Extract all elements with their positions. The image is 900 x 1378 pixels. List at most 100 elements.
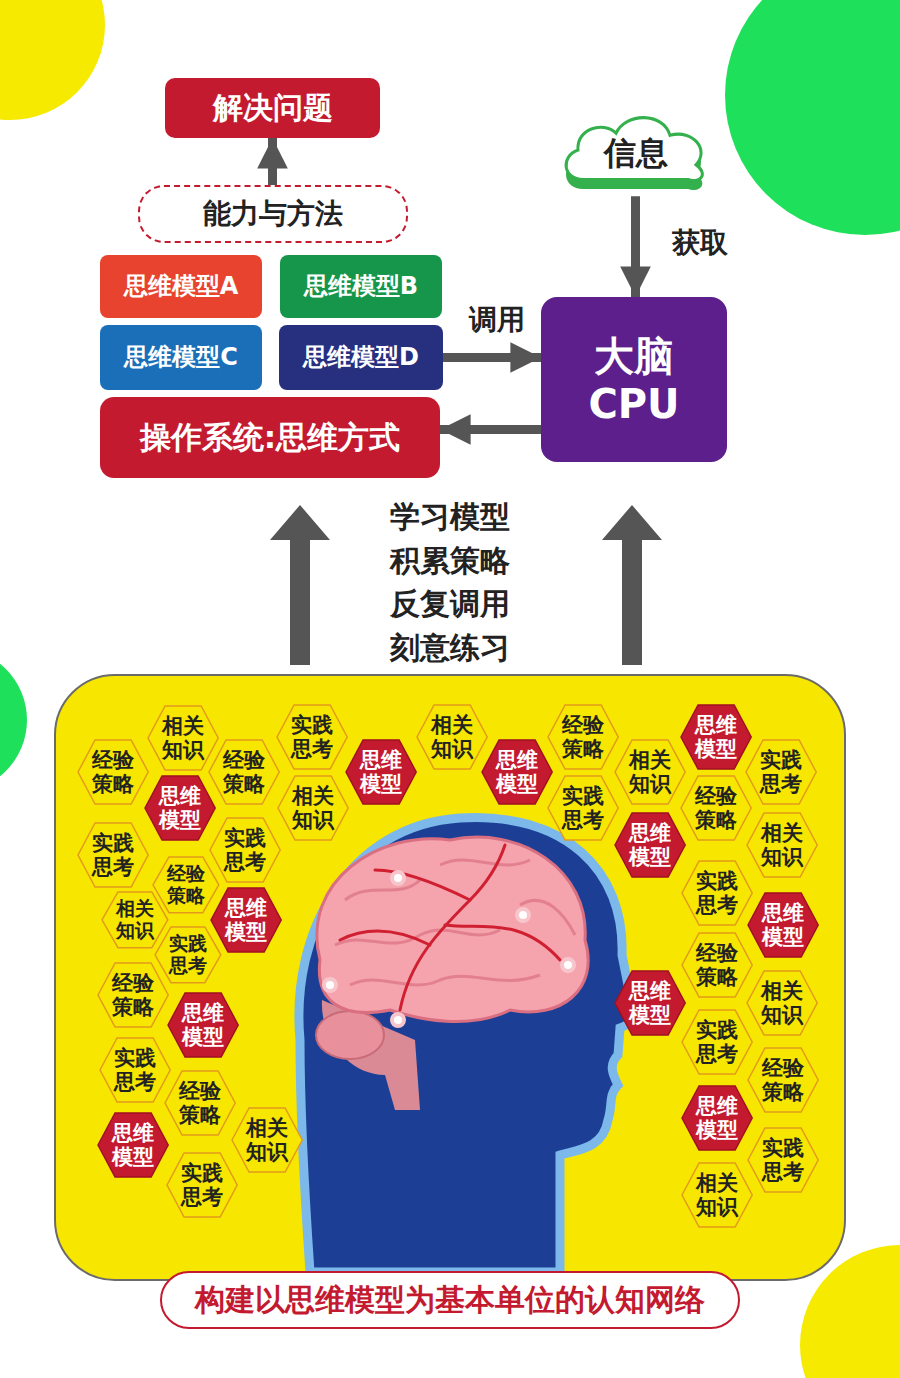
model-hexagon: 思维 模型	[614, 812, 686, 878]
knowledge-hexagon: 相关 知识	[746, 970, 818, 1036]
knowledge-hexagon: 实践 思考	[276, 704, 348, 770]
hexagon-shape	[102, 892, 168, 948]
info-cloud: 信息	[558, 110, 713, 196]
hexagon-label: 思维 模型	[358, 748, 404, 796]
box-label: 大脑 CPU	[582, 332, 686, 428]
hexagon-shape	[155, 927, 221, 983]
model-box: 思维模型A	[100, 255, 263, 318]
box-label: 操作系统:思维方式	[140, 419, 400, 456]
brain	[317, 837, 588, 1021]
hexagon-shape	[78, 740, 148, 804]
vessel	[375, 870, 470, 900]
result-box: 解决问题	[165, 78, 380, 138]
knowledge-hexagon: 实践 思考	[154, 926, 222, 984]
knowledge-hexagon: 经验 策略	[152, 856, 220, 914]
hexagon-label: 相关 知识	[759, 979, 805, 1027]
hexagon-label: 经验 策略	[90, 748, 136, 796]
hexagon-shape	[682, 1086, 752, 1150]
hexagon-label: 经验 策略	[560, 713, 606, 761]
hexagon-label: 相关 知识	[694, 1171, 740, 1219]
hexagon-shape	[682, 861, 752, 925]
hexagon-shape	[682, 1010, 752, 1074]
model-hexagon: 思维 模型	[680, 704, 752, 770]
knowledge-hexagon: 实践 思考	[209, 817, 281, 883]
hexagon-shape	[78, 823, 148, 887]
hexagon-label: 实践 思考	[694, 869, 740, 917]
neuron-dot	[324, 979, 336, 991]
knowledge-hexagon: 实践 思考	[166, 1152, 238, 1218]
hexagon-label: 思维 模型	[494, 748, 540, 796]
model-box: 思维模型B	[280, 255, 442, 318]
arrow-connector	[268, 138, 277, 185]
arrow-connector	[443, 353, 541, 362]
hexagon-label: 实践 思考	[179, 1161, 225, 1209]
deco-circle	[725, 0, 900, 235]
knowledge-hexagon: 实践 思考	[681, 860, 753, 926]
knowledge-hexagon: 相关 知识	[231, 1107, 303, 1173]
hexagon-label: 思维 模型	[180, 1001, 226, 1049]
hexagon-shape	[747, 813, 817, 877]
knowledge-panel	[55, 675, 845, 1280]
box-label: 思维模型A	[124, 272, 239, 301]
neuron-dot	[392, 1014, 404, 1026]
hexagon-label: 实践 思考	[90, 831, 136, 879]
knowledge-hexagon: 经验 策略	[680, 775, 752, 841]
hexagon-label: 经验 策略	[110, 971, 156, 1019]
hexagon-label: 相关 知识	[244, 1116, 290, 1164]
head-silhouette	[299, 818, 633, 1272]
knowledge-hexagon: 相关 知识	[277, 775, 349, 841]
hexagon-shape	[615, 971, 685, 1035]
knowledge-hexagon: 经验 策略	[547, 704, 619, 770]
hexagon-shape	[615, 740, 685, 804]
hexagon-label: 实践 思考	[167, 933, 209, 977]
hexagon-label: 实践 思考	[222, 826, 268, 874]
hexagon-shape	[346, 740, 416, 804]
edge-label: 获取	[672, 224, 728, 262]
knowledge-hexagon: 经验 策略	[164, 1070, 236, 1136]
knowledge-hexagon: 相关 知识	[614, 739, 686, 805]
hexagon-label: 实践 思考	[694, 1018, 740, 1066]
brain-fold	[335, 930, 500, 945]
hexagon-shape	[153, 857, 219, 913]
brain-folds	[335, 860, 575, 985]
box-label: 思维模型B	[304, 272, 418, 301]
hexagon-label: 实践 思考	[758, 748, 804, 796]
neuron-dots	[324, 872, 574, 1026]
hexagon-label: 思维 模型	[110, 1121, 156, 1169]
hexagon-shape	[548, 776, 618, 840]
model-hexagon: 思维 模型	[97, 1112, 169, 1178]
big-up-arrow	[602, 505, 662, 665]
knowledge-hexagon: 实践 思考	[747, 1127, 819, 1193]
model-hexagon: 思维 模型	[747, 892, 819, 958]
hexagon-label: 思维 模型	[157, 784, 203, 832]
cerebellum	[316, 1011, 384, 1059]
edge-label: 调用	[469, 301, 525, 339]
knowledge-hexagon: 实践 思考	[77, 822, 149, 888]
hexagon-label: 思维 模型	[693, 713, 739, 761]
neuron-dot	[517, 909, 529, 921]
hexagon-shape	[748, 1048, 818, 1112]
hexagon-shape	[747, 971, 817, 1035]
cpu-box: 大脑 CPU	[541, 297, 727, 462]
model-hexagon: 思维 模型	[345, 739, 417, 805]
hexagon-label: 相关 知识	[429, 713, 475, 761]
hexagon-shape	[148, 706, 218, 770]
hexagon-shape	[482, 740, 552, 804]
hexagon-label: 经验 策略	[760, 1056, 806, 1104]
hexagon-label: 经验 策略	[693, 784, 739, 832]
hexagon-shape	[748, 1128, 818, 1192]
knowledge-hexagon: 经验 策略	[747, 1047, 819, 1113]
hexagon-shape	[145, 776, 215, 840]
hexagon-shape	[211, 888, 281, 952]
hexagon-shape	[168, 993, 238, 1057]
neuron-dot	[392, 872, 404, 884]
caption-box: 构建以思维模型为基本单位的认知网络	[160, 1271, 740, 1329]
hexagon-shape	[681, 705, 751, 769]
hexagon-label: 思维 模型	[223, 896, 269, 944]
hexagon-label: 经验 策略	[165, 863, 207, 907]
hexagon-label: 思维 模型	[627, 979, 673, 1027]
blood-vessels	[340, 845, 560, 1010]
knowledge-hexagon: 相关 知识	[746, 812, 818, 878]
hexagon-shape	[682, 1163, 752, 1227]
